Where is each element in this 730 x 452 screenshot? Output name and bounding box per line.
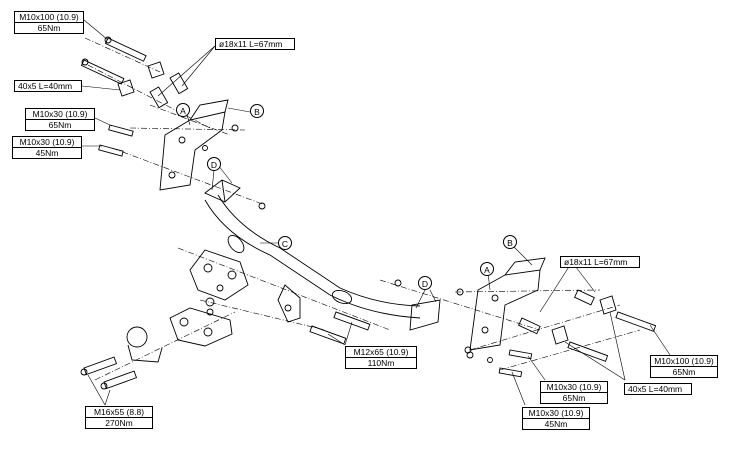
bolt-torque: 45Nm xyxy=(35,148,59,158)
spec-m10x30-65-left: M10x30 (10.9) 65Nm xyxy=(25,108,95,131)
bolt-m16x55 xyxy=(80,356,138,390)
bolt-m10x30-right xyxy=(498,349,533,378)
spec-m12x65: M12x65 (10.9) 110Nm xyxy=(345,346,417,369)
bolt-m10x100-top xyxy=(80,36,147,85)
tab-d-left xyxy=(204,179,241,203)
spec-m10x30-45-left: M10x30 (10.9) 45Nm xyxy=(12,136,82,159)
assembly-axes xyxy=(84,37,641,381)
callout-a-left: A xyxy=(176,103,190,117)
bolt-torque: 270Nm xyxy=(105,418,133,428)
spacer-tube-top xyxy=(149,72,189,109)
bolt-size: M10x100 (10.9) xyxy=(651,356,717,367)
bolt-torque: 110Nm xyxy=(367,358,395,368)
callout-d-left: D xyxy=(207,157,221,171)
spec-spacer-top: ø18x11 L=67mm xyxy=(215,38,295,50)
bolt-torque: 65Nm xyxy=(37,23,61,33)
bolt-torque: 45Nm xyxy=(544,419,568,429)
callout-b-right: B xyxy=(503,235,517,249)
spec-m16x55: M16x55 (8.8) 270Nm xyxy=(85,406,153,429)
bolt-torque: 65Nm xyxy=(562,393,586,403)
nuts-right xyxy=(394,279,493,363)
bolt-m10x30-left xyxy=(98,124,266,210)
spec-plate-right: 40x5 L=40mm xyxy=(624,383,692,395)
spec-m10x30-45-right: M10x30 (10.9) 45Nm xyxy=(522,407,590,430)
center-bracket xyxy=(277,284,301,323)
hitch-plate xyxy=(189,249,249,301)
bolt-size: M10x30 (10.9) xyxy=(541,382,607,393)
spec-m10x100-right: M10x100 (10.9) 65Nm xyxy=(650,355,718,378)
leader-lines xyxy=(81,19,671,406)
spacer-tube-right xyxy=(518,289,595,335)
bolt-size: M12x65 (10.9) xyxy=(346,347,416,358)
bolt-size: M10x30 (10.9) xyxy=(523,408,589,419)
bolt-m12x65 xyxy=(309,311,371,345)
plate-40x5-right xyxy=(551,295,617,345)
bolt-size: M10x30 (10.9) xyxy=(26,109,94,120)
bolt-torque: 65Nm xyxy=(672,367,696,377)
callout-d-right: D xyxy=(418,276,432,290)
spec-plate-top: 40x5 L=40mm xyxy=(14,80,82,92)
tow-ball xyxy=(126,297,233,363)
tab-d-right xyxy=(409,299,441,331)
spec-spacer-right: ø18x11 L=67mm xyxy=(560,256,640,268)
callout-a-right: A xyxy=(480,262,494,276)
main-crossbar xyxy=(204,194,421,319)
right-bracket xyxy=(464,257,546,354)
bolt-size: M10x100 (10.9) xyxy=(15,12,83,23)
bolt-size: M16x55 (8.8) xyxy=(86,407,152,418)
spec-m10x30-65-right: M10x30 (10.9) 65Nm xyxy=(540,381,608,404)
callout-b-left: B xyxy=(250,104,264,118)
left-bracket xyxy=(159,99,229,191)
plate-40x5-top xyxy=(117,61,165,97)
bolt-torque: 65Nm xyxy=(48,120,72,130)
spec-m10x100-top: M10x100 (10.9) 65Nm xyxy=(14,11,84,34)
bolt-size: M10x30 (10.9) xyxy=(13,137,81,148)
callout-c-mid: C xyxy=(278,236,292,250)
